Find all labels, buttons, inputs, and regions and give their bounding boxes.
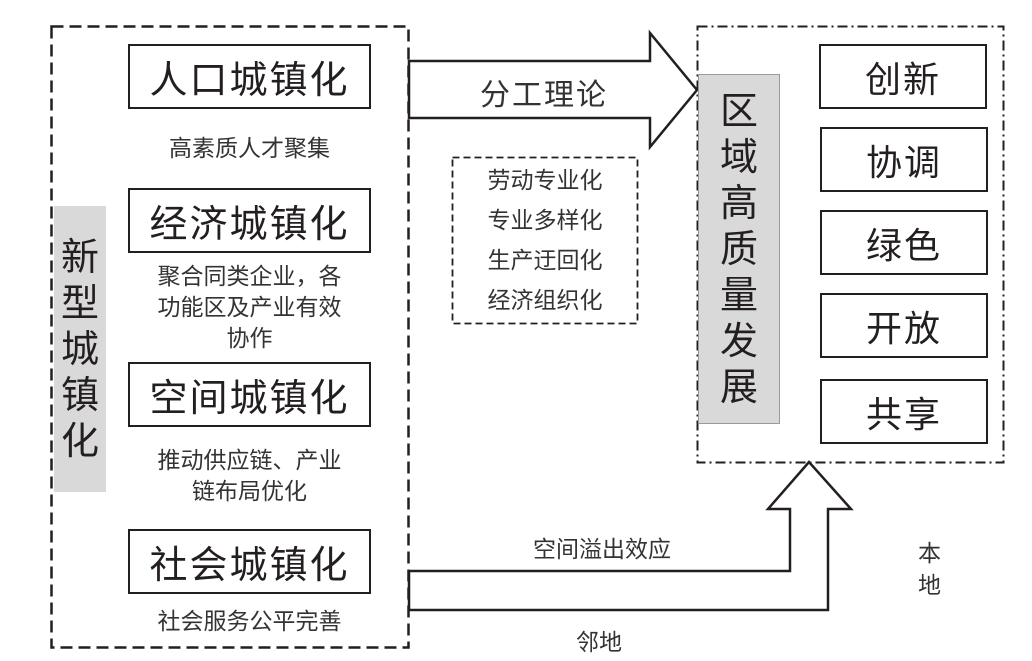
left-panel-frame: [50, 25, 410, 649]
division-theory-arrow: [407, 29, 699, 151]
box-label: 共享: [865, 394, 942, 436]
social-urbanization-desc: 社会服务公平完善: [128, 607, 371, 638]
title-char: 域: [719, 135, 758, 179]
title-char: 镇: [60, 373, 99, 417]
box-label: 空间城镇化: [149, 376, 350, 420]
desc-line: 聚合同类企业，各: [157, 264, 342, 290]
division-theory-label: 分工理论: [480, 78, 608, 113]
box-label: 开放: [865, 308, 942, 350]
mechanisms-list: 劳动专业化 专业多样化 生产迂回化 经济组织化: [452, 161, 638, 321]
title-char: 区: [719, 89, 758, 133]
new-urbanization-title: 新 型 城 镇 化: [54, 206, 106, 492]
box-label: 绿色: [865, 225, 942, 267]
spatial-urbanization-desc: 推动供应链、产业 链布局优化: [128, 446, 371, 508]
title-char: 型: [60, 281, 99, 325]
title-char: 化: [60, 419, 99, 463]
coordination-box: 协调: [820, 127, 988, 192]
box-label: 经济城镇化: [149, 202, 350, 246]
sharing-box: 共享: [820, 379, 988, 444]
local-char: 本: [918, 541, 941, 567]
mechanism-item: 经济组织化: [487, 288, 603, 314]
mechanism-item: 生产迂回化: [487, 248, 603, 274]
box-label: 协调: [865, 142, 942, 184]
social-urbanization-box: 社会城镇化: [128, 529, 371, 594]
local-label: 本 地: [918, 538, 941, 602]
desc-line: 链布局优化: [192, 479, 307, 505]
openness-box: 开放: [820, 293, 988, 358]
neighbor-label: 邻地: [576, 630, 622, 656]
mechanism-item: 专业多样化: [487, 208, 603, 234]
title-char: 展: [719, 365, 758, 409]
title-char: 新: [60, 235, 99, 279]
right-panel-frame: [696, 25, 1005, 464]
population-urbanization-box: 人口城镇化: [128, 44, 371, 109]
title-char: 量: [719, 273, 758, 317]
title-char: 质: [719, 227, 758, 271]
spatial-urbanization-box: 空间城镇化: [128, 362, 371, 427]
population-urbanization-desc: 高素质人才聚集: [128, 134, 371, 165]
spillover-effect-label: 空间溢出效应: [533, 537, 671, 563]
title-char: 高: [719, 181, 758, 225]
desc-line: 功能区及产业有效: [157, 295, 342, 321]
title-char: 发: [719, 319, 758, 363]
economic-urbanization-box: 经济城镇化: [128, 188, 371, 253]
local-char: 地: [918, 573, 941, 599]
box-label: 创新: [864, 59, 941, 101]
box-label: 人口城镇化: [149, 58, 350, 102]
regional-high-quality-development-title: 区 域 高 质 量 发 展: [698, 74, 780, 424]
mechanism-item: 劳动专业化: [487, 168, 603, 194]
title-char: 城: [60, 327, 99, 371]
mechanisms-frame: [451, 156, 639, 325]
desc-line: 社会服务公平完善: [157, 609, 342, 635]
green-box: 绿色: [820, 210, 988, 275]
desc-line: 推动供应链、产业: [157, 448, 342, 474]
economic-urbanization-desc: 聚合同类企业，各 功能区及产业有效 协作: [128, 262, 371, 355]
spillover-arrow: [407, 460, 854, 612]
desc-line: 协作: [226, 326, 273, 352]
desc-line: 高素质人才聚集: [169, 136, 330, 162]
box-label: 社会城镇化: [149, 543, 350, 587]
innovation-box: 创新: [819, 44, 987, 109]
